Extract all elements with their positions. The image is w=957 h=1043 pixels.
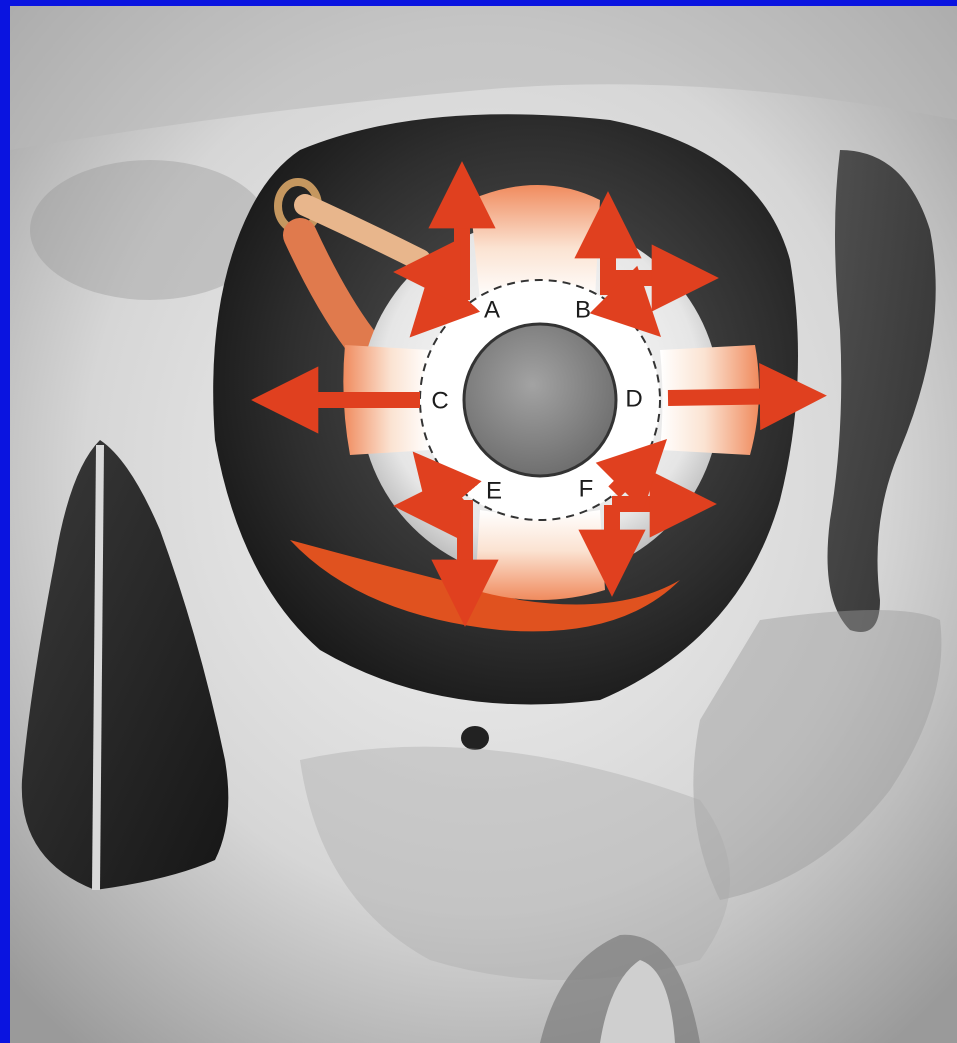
iris xyxy=(464,324,616,476)
arrow-icon xyxy=(668,396,800,398)
label-b: B xyxy=(575,296,591,323)
label-f: F xyxy=(579,475,594,502)
label-c: C xyxy=(431,387,448,414)
label-e: E xyxy=(486,477,502,504)
infraorbital-foramen xyxy=(461,726,489,750)
inferior-rectus-muscle xyxy=(475,510,605,600)
label-a: A xyxy=(484,296,500,323)
label-d: D xyxy=(625,385,642,412)
nasal-septum xyxy=(96,445,100,890)
